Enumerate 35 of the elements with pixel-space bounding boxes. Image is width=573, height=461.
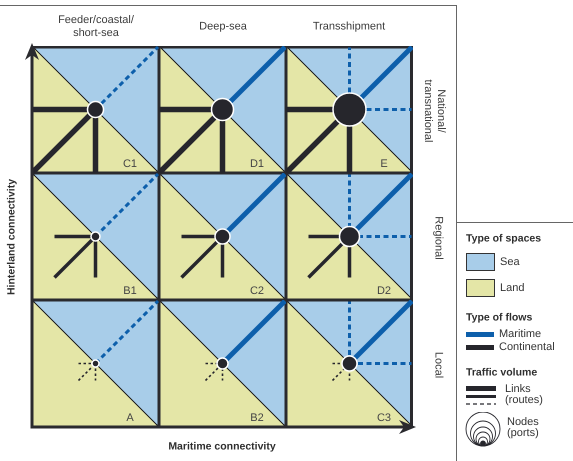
legend-heading: Type of spaces <box>466 232 542 246</box>
axis-title: Hinterland connectivity <box>6 178 18 296</box>
cell-label: A <box>126 412 134 425</box>
row-heading: Local <box>432 352 444 378</box>
legend-label: Links (routes) <box>505 384 544 406</box>
column-heading: Feeder/coastal/ short-sea <box>57 14 135 40</box>
cell-label: E <box>380 158 388 171</box>
grid-cell <box>159 173 286 300</box>
legend-label: Sea <box>500 256 520 269</box>
cell-label: B1 <box>123 285 137 298</box>
cell-label: B2 <box>250 412 264 425</box>
cell-label: C3 <box>376 412 392 425</box>
grid-cell <box>32 46 159 173</box>
grid-cell <box>286 173 413 300</box>
column-heading: Transshipment <box>312 20 386 34</box>
axis-title: Maritime connectivity <box>168 440 276 454</box>
grid-cell <box>32 300 159 427</box>
legend-heading: Traffic volume <box>466 366 538 380</box>
cell-label: C1 <box>122 158 138 171</box>
cell-label: C2 <box>250 285 264 298</box>
row-heading: Regional <box>432 216 444 260</box>
grid-cell <box>32 173 159 300</box>
row-heading: National/ transnational <box>421 78 447 144</box>
column-heading: Deep-sea <box>199 20 247 34</box>
legend-label: Continental <box>499 341 555 354</box>
grid-cell <box>286 300 413 427</box>
grid-cell <box>159 46 286 173</box>
legend-label: Maritime <box>499 328 542 341</box>
cell-label: D2 <box>376 285 392 298</box>
legend-label: Land <box>500 282 524 295</box>
grid-cell <box>159 300 286 427</box>
cell-label: D1 <box>250 158 264 171</box>
grid-cell <box>286 46 413 173</box>
legend-heading: Type of flows <box>466 312 532 324</box>
legend-label: Nodes (ports) <box>507 417 540 439</box>
